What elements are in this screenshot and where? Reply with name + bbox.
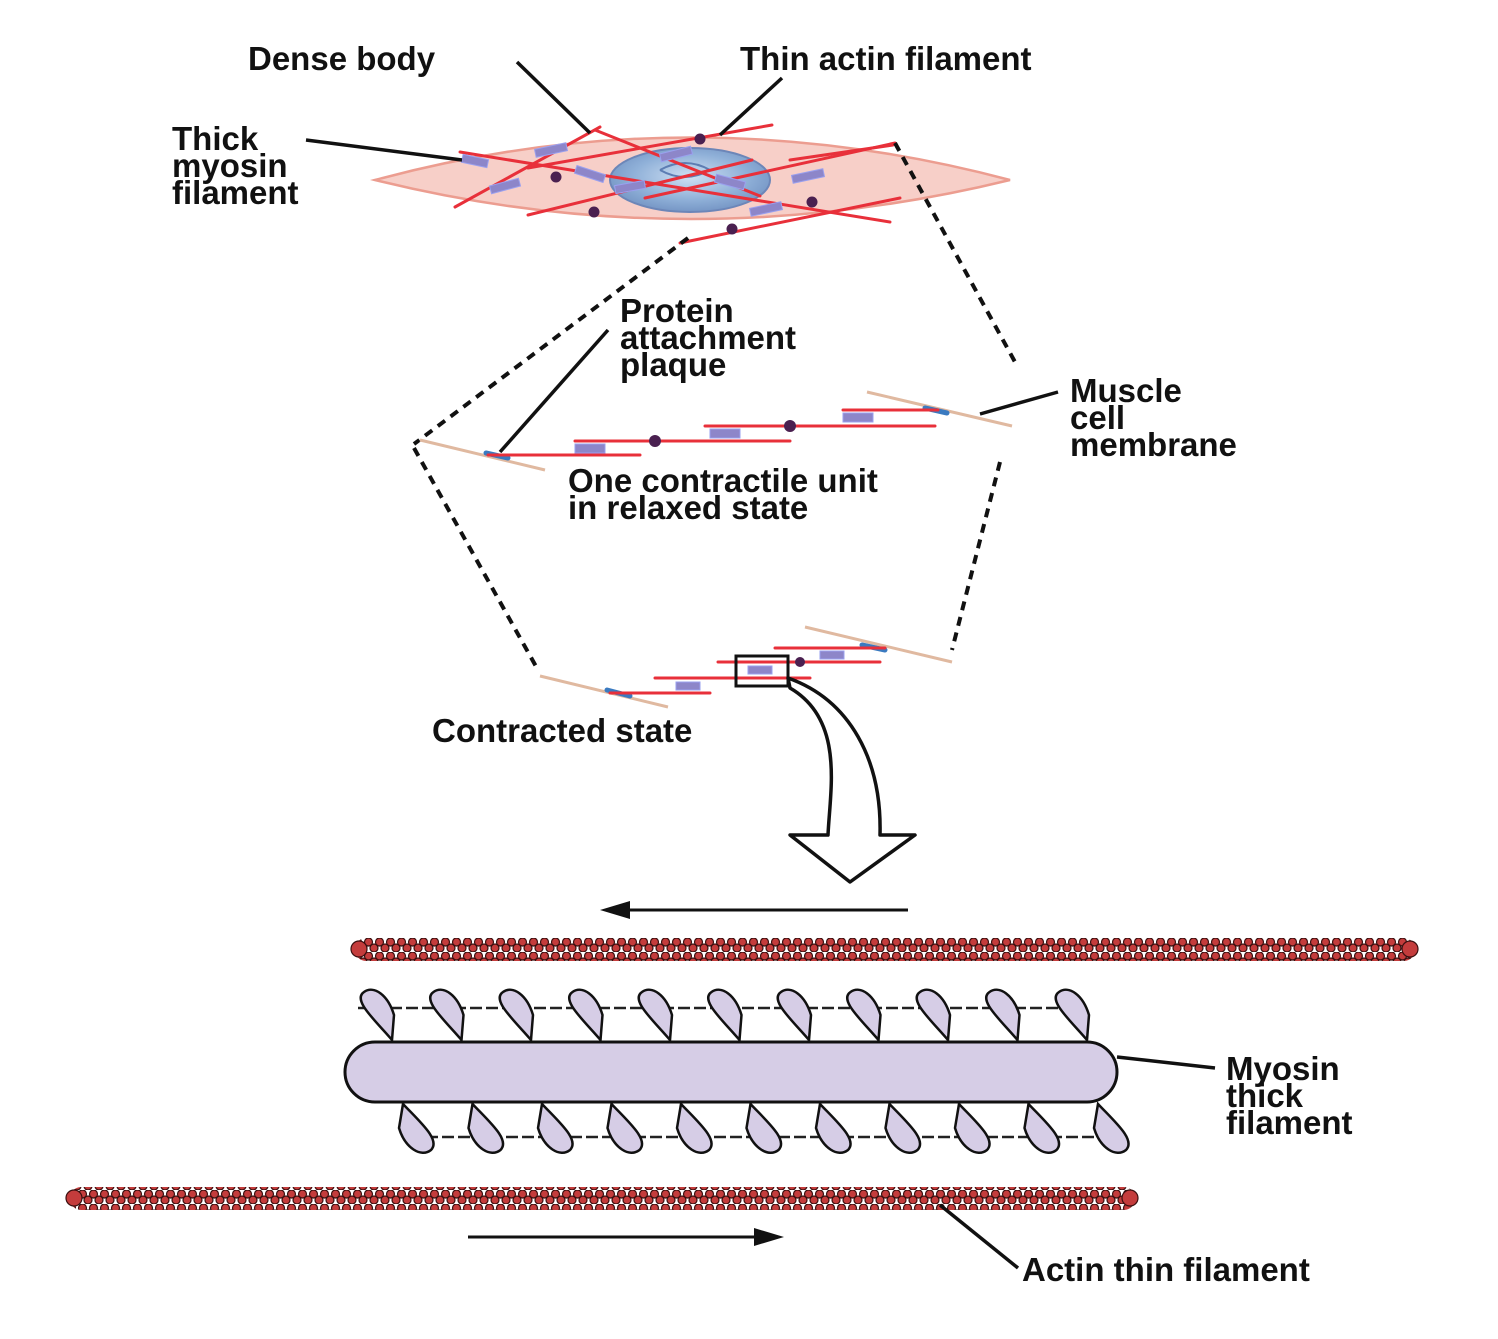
myosin-bar — [613, 179, 647, 195]
myosin-bar — [842, 412, 874, 423]
membrane-left — [539, 674, 669, 709]
myosin-head — [814, 1101, 852, 1154]
myosin-head — [915, 988, 952, 1044]
myosin-bar — [658, 145, 694, 163]
dense-body-dot — [649, 435, 661, 447]
actin-line — [458, 150, 892, 224]
myosin-bar — [574, 443, 606, 454]
myosin-head — [984, 988, 1021, 1044]
myosin-head — [536, 1101, 574, 1154]
relaxed-contractile-unit — [419, 390, 1013, 472]
cell-myosin-filaments — [460, 142, 826, 217]
myosin-head — [567, 988, 604, 1044]
label-actin-thin-filament: Actin thin filament — [1022, 1251, 1310, 1288]
myosin-head — [884, 1101, 922, 1154]
actin-filament-bottom — [65, 1187, 1139, 1210]
myosin-bar — [460, 153, 490, 169]
myosin-head — [776, 988, 813, 1044]
myosin-head — [845, 988, 882, 1044]
myosin-head — [637, 988, 674, 1044]
actin-line — [678, 196, 902, 245]
hollow-curved-arrow-icon — [786, 676, 917, 884]
myosin-head — [1023, 1101, 1061, 1154]
dense-body-dot — [795, 657, 805, 667]
label-contractile-line-2: in relaxed state — [568, 489, 808, 526]
leader-protein-plaque — [498, 328, 610, 454]
leader-actin-thin — [938, 1203, 1020, 1270]
zoom-line-lower-right — [950, 461, 1002, 651]
myosin-head — [1054, 988, 1091, 1044]
myosin-head — [606, 1101, 644, 1154]
label-thick-line-3: filament — [172, 174, 299, 211]
left-arrow-icon — [600, 901, 908, 919]
myosin-head — [675, 1101, 713, 1154]
dense-body-dot — [726, 223, 738, 235]
myosin-bar — [748, 201, 784, 217]
leader-myosin-thick — [1116, 1055, 1216, 1070]
myosin-head — [1092, 1101, 1130, 1154]
membrane-right — [804, 625, 953, 664]
dense-body-dot — [588, 206, 600, 218]
myosin-bar — [790, 168, 826, 184]
label-contractile-line-1: One contractile unit — [568, 462, 878, 499]
leader-dense-body — [515, 60, 592, 135]
zoom-line-lower-left — [412, 447, 540, 671]
myosin-heads-top — [358, 988, 1091, 1044]
label-protein-line-2: attachment — [620, 319, 796, 356]
myosin-bar — [713, 173, 747, 191]
zoom-line-right — [893, 142, 1017, 363]
myosin-thick-filament-body — [343, 1040, 1119, 1104]
myosin-bar — [675, 681, 701, 691]
actin-line — [526, 123, 774, 170]
cell-dense-bodies — [550, 133, 818, 235]
myosin-bar — [533, 142, 569, 158]
membrane-left — [419, 438, 546, 472]
leader-muscle-membrane — [979, 390, 1059, 416]
label-protein-line-3: plaque — [620, 346, 726, 383]
label-contracted-state: Contracted state — [432, 712, 692, 749]
myosin-head — [428, 988, 465, 1044]
myosin-head — [397, 1101, 435, 1154]
myosin-bar — [573, 164, 607, 184]
label-dense-body: Dense body — [248, 40, 436, 77]
label-thin-actin-filament: Thin actin filament — [740, 40, 1032, 77]
myosin-bar — [709, 428, 741, 439]
label-protein-line-1: Protein — [620, 292, 734, 329]
myosin-head — [467, 1101, 505, 1154]
actin-line — [788, 143, 895, 162]
dense-body-dot — [806, 196, 818, 208]
myosin-head — [706, 988, 743, 1044]
myosin-bar — [747, 665, 773, 675]
right-arrow-icon — [468, 1228, 784, 1246]
dense-body-dot — [694, 133, 706, 145]
dense-body-dot — [784, 420, 796, 432]
myosin-head — [953, 1101, 991, 1154]
actin-filament-top — [350, 938, 1419, 961]
leader-thin-actin — [718, 76, 784, 137]
label-muscle-line-3: membrane — [1070, 426, 1237, 463]
label-myosin-line-3: filament — [1226, 1104, 1353, 1141]
dense-body-dot — [550, 171, 562, 183]
myosin-bar — [819, 650, 845, 660]
leader-thick-myosin — [305, 138, 463, 162]
label-muscle-line-2: cell — [1070, 399, 1125, 436]
contracted-unit — [539, 625, 953, 709]
label-muscle-line-1: Muscle — [1070, 372, 1182, 409]
label-myosin-line-2: thick — [1226, 1077, 1304, 1114]
myosin-head — [498, 988, 535, 1044]
label-myosin-line-1: Myosin — [1226, 1050, 1340, 1087]
myosin-bar — [488, 177, 522, 195]
label-thick-line-2: myosin — [172, 147, 288, 184]
magnify-box — [734, 654, 790, 688]
label-thick-line-1: Thick — [172, 120, 259, 157]
myosin-head — [359, 988, 396, 1044]
myosin-head — [745, 1101, 783, 1154]
myosin-heads-bottom — [397, 1101, 1130, 1154]
smooth-muscle-cell — [370, 123, 1011, 245]
